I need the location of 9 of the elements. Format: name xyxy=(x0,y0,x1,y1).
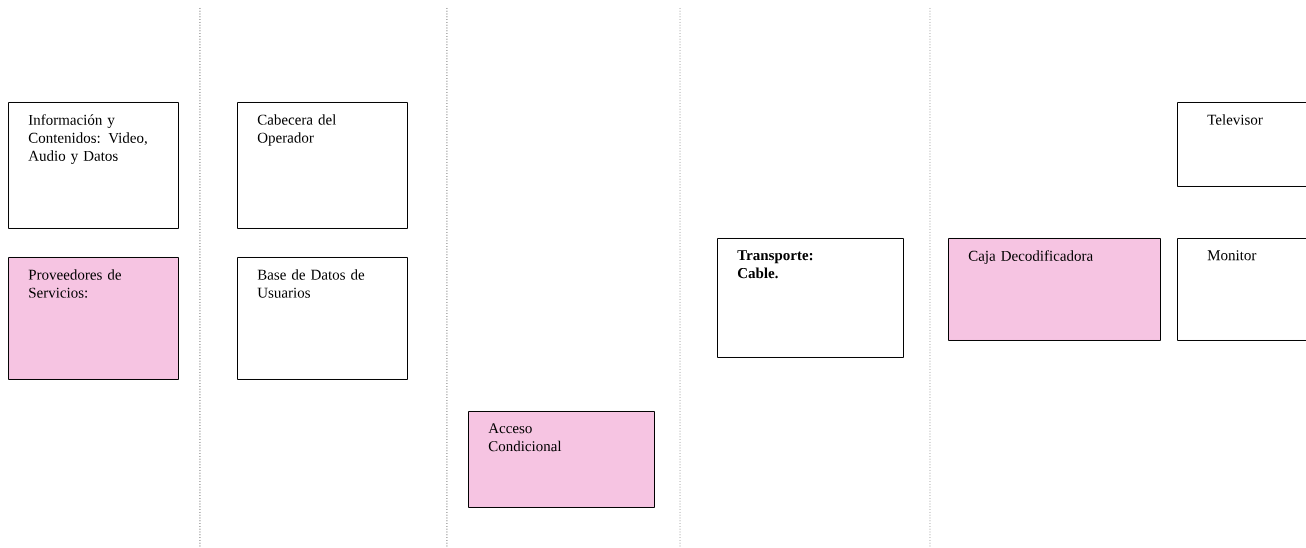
text-box: Transporte: Cable. xyxy=(717,238,904,358)
text-box: Caja Decodificadora xyxy=(948,238,1161,341)
text-box: Televisor xyxy=(1177,102,1306,187)
text-box: Cabecera del Operador xyxy=(237,102,408,229)
text-box: Proveedores de Servicios: xyxy=(8,257,179,380)
text-box: Base de Datos de Usuarios xyxy=(237,257,408,380)
text-box: Información y Contenidos: Video, Audio y Datos xyxy=(8,102,179,229)
text-box: Monitor xyxy=(1177,238,1306,341)
text-box: Acceso Condicional xyxy=(468,411,655,508)
